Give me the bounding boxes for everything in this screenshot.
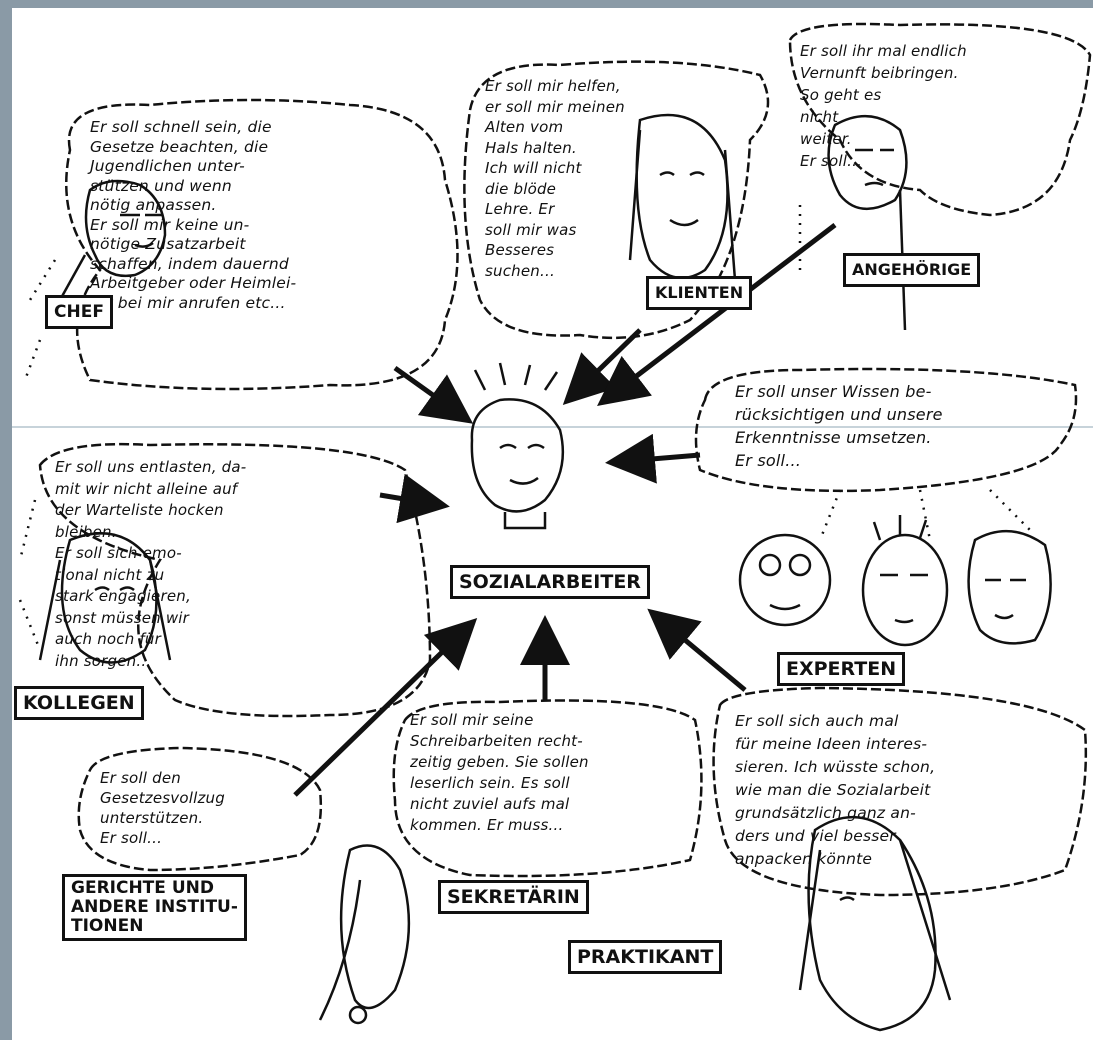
kollegen-figure xyxy=(38,532,172,664)
role-klienten-label: KLIENTEN xyxy=(646,276,753,310)
angehoerige-bubble xyxy=(788,22,1092,217)
angehoerige-bubble-text: Er soll ihr mal endlich Vernunft beibrin… xyxy=(800,42,967,170)
chef-bubble-text: Er soll schnell sein, die Gesetze beacht… xyxy=(90,118,297,312)
experten-bubble xyxy=(694,367,1078,493)
praktikant-bubble xyxy=(712,686,1088,897)
role-experten-label: EXPERTEN xyxy=(777,652,906,686)
experten-figures xyxy=(738,515,1052,647)
sekretaerin-figure xyxy=(318,844,411,1025)
role-kollegen-label: KOLLEGEN xyxy=(14,686,144,720)
kollegen-bubble-text: Er soll uns entlasten, da- mit wir nicht… xyxy=(55,458,247,670)
role-sekretaerin-label: SEKRETÄRIN xyxy=(438,880,589,914)
klienten-bubble xyxy=(463,60,770,340)
klienten-bubble-text: Er soll mir helfen, er soll mir meinen A… xyxy=(485,77,625,280)
gerichte-bubble-text: Er soll den Gesetzesvollzug unterstützen… xyxy=(100,769,225,847)
role-chef-label: CHEF xyxy=(45,295,113,329)
sekretaerin-bubble xyxy=(392,699,703,878)
frame-divider xyxy=(12,426,1093,428)
frame-left-border xyxy=(0,0,12,1040)
sozialarbeiter-figure xyxy=(470,362,565,530)
chef-figure xyxy=(58,179,167,301)
experten-bubble-text: Er soll unser Wissen be- rücksichtigen u… xyxy=(735,382,943,470)
praktikant-figure xyxy=(798,815,952,1032)
role-angehoerige-label: ANGEHÖRIGE xyxy=(843,253,981,287)
klienten-figure xyxy=(628,113,737,281)
role-gerichte-label: GERICHTE UND ANDERE INSTITU- TIONEN xyxy=(62,874,247,941)
praktikant-bubble-text: Er soll sich auch mal für meine Ideen in… xyxy=(735,712,936,868)
role-sozialarbeiter-label: SOZIALARBEITER xyxy=(450,565,650,599)
sekretaerin-bubble-text: Er soll mir seine Schreibarbeiten recht-… xyxy=(410,711,589,834)
frame-top-border xyxy=(0,0,1093,8)
role-praktikant-label: PRAKTIKANT xyxy=(568,940,723,974)
